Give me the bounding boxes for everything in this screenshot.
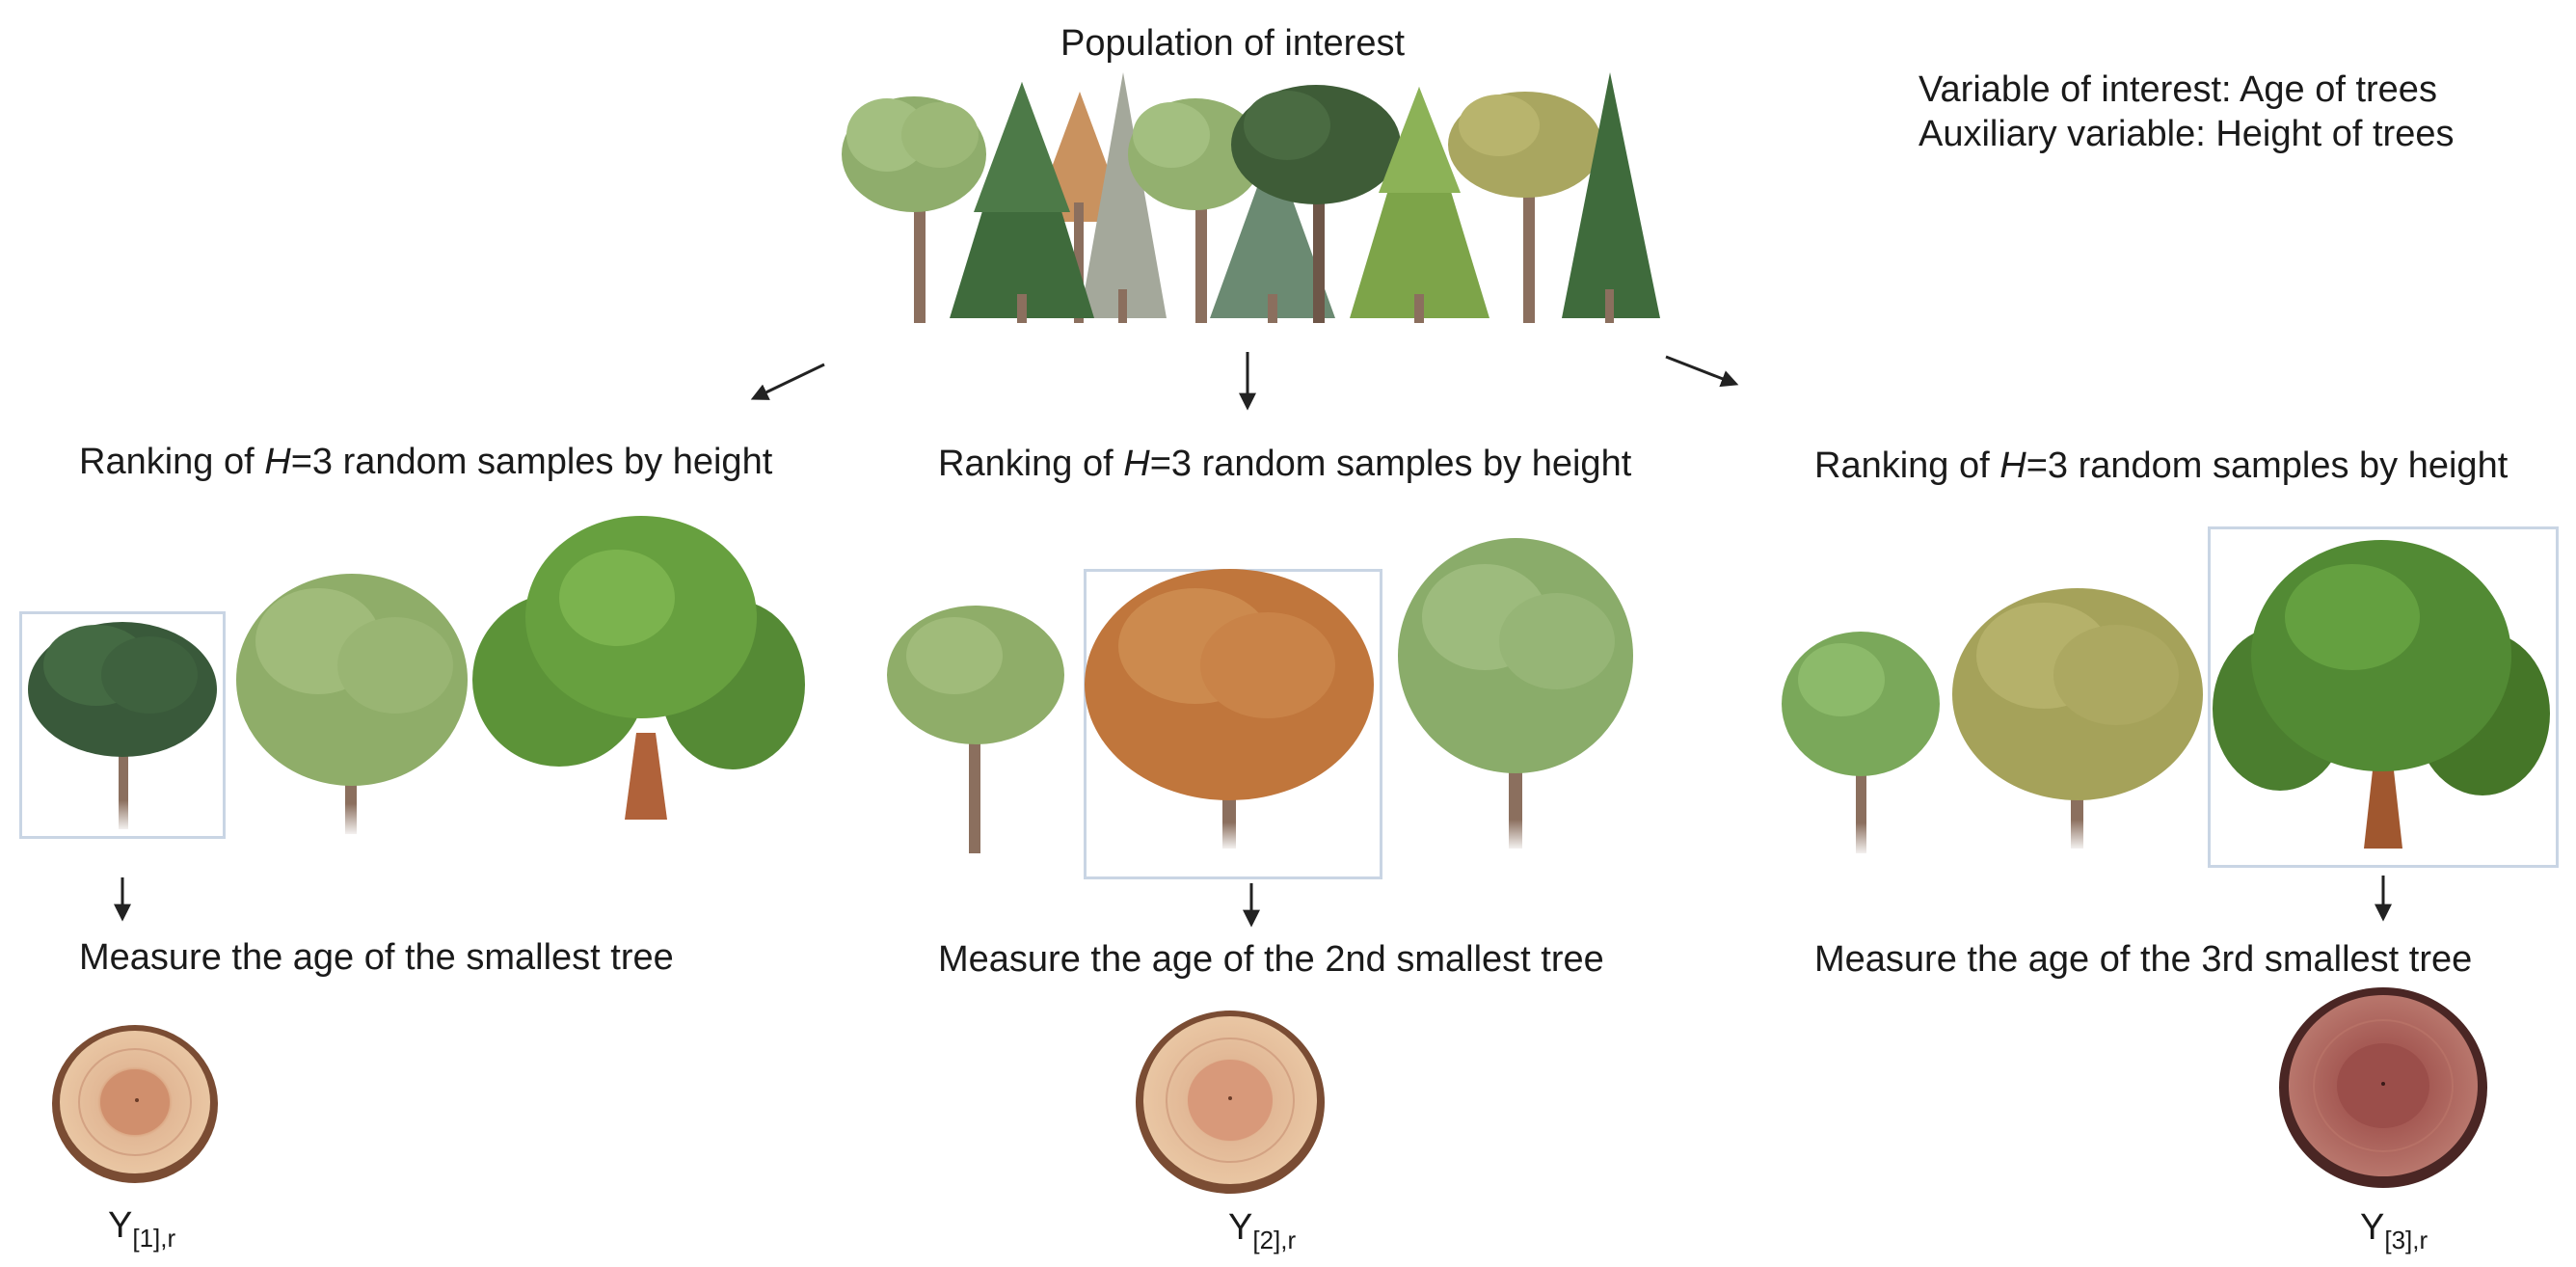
deciduous-tree-icon bbox=[1128, 98, 1263, 323]
selection-box-1 bbox=[19, 611, 226, 839]
ranking-label-1: Ranking of H=3 random samples by height bbox=[79, 442, 773, 482]
deciduous-tree-icon bbox=[1782, 632, 1940, 853]
variable-of-interest-label: Variable of interest: Age of trees bbox=[1919, 69, 2437, 110]
measure-label-3: Measure the age of the 3rd smallest tree bbox=[1814, 939, 2473, 980]
measure-label-2: Measure the age of the 2nd smallest tree bbox=[938, 939, 1604, 980]
deciduous-tree-icon bbox=[842, 96, 986, 323]
conifer-tree-icon bbox=[1350, 87, 1489, 323]
conifer-tree-icon bbox=[1210, 145, 1335, 323]
tree-ring-icon bbox=[2279, 987, 2487, 1188]
y-label-1: Y[1],r bbox=[108, 1205, 176, 1253]
tree-ring-icon bbox=[1136, 1011, 1325, 1194]
deciduous-tree-icon bbox=[28, 622, 217, 829]
deciduous-tree-icon bbox=[1952, 588, 2203, 849]
conifer-tree-icon bbox=[950, 82, 1094, 323]
deciduous-tree-icon bbox=[887, 606, 1064, 853]
deciduous-tree-icon bbox=[1085, 569, 1374, 849]
conifer-tree-icon bbox=[1562, 72, 1660, 323]
population-label: Population of interest bbox=[1060, 23, 1406, 64]
forest-population bbox=[842, 72, 1660, 323]
arrow-icon bbox=[750, 363, 825, 400]
measure-label-1: Measure the age of the smallest tree bbox=[79, 937, 674, 978]
deciduous-tree-icon bbox=[1448, 92, 1602, 323]
y-label-2: Y[2],r bbox=[1228, 1207, 1297, 1254]
deciduous-tree-icon bbox=[472, 516, 805, 820]
ranking-label-2: Ranking of H=3 random samples by height bbox=[938, 444, 1632, 484]
y-label-3: Y[3],r bbox=[2360, 1207, 2428, 1254]
deciduous-tree-icon bbox=[236, 574, 468, 834]
tree-ring-icon bbox=[52, 1025, 218, 1183]
ranking-label-3: Ranking of H=3 random samples by height bbox=[1814, 445, 2509, 486]
conifer-tree-icon bbox=[1080, 72, 1167, 323]
deciduous-tree-icon bbox=[2213, 540, 2550, 849]
auxiliary-variable-label: Auxiliary variable: Height of trees bbox=[1919, 114, 2455, 154]
arrow-icon bbox=[1665, 355, 1739, 388]
deciduous-tree-icon bbox=[1398, 538, 1633, 849]
selection-box-3 bbox=[2208, 526, 2559, 868]
deciduous-tree-icon bbox=[1231, 85, 1401, 323]
